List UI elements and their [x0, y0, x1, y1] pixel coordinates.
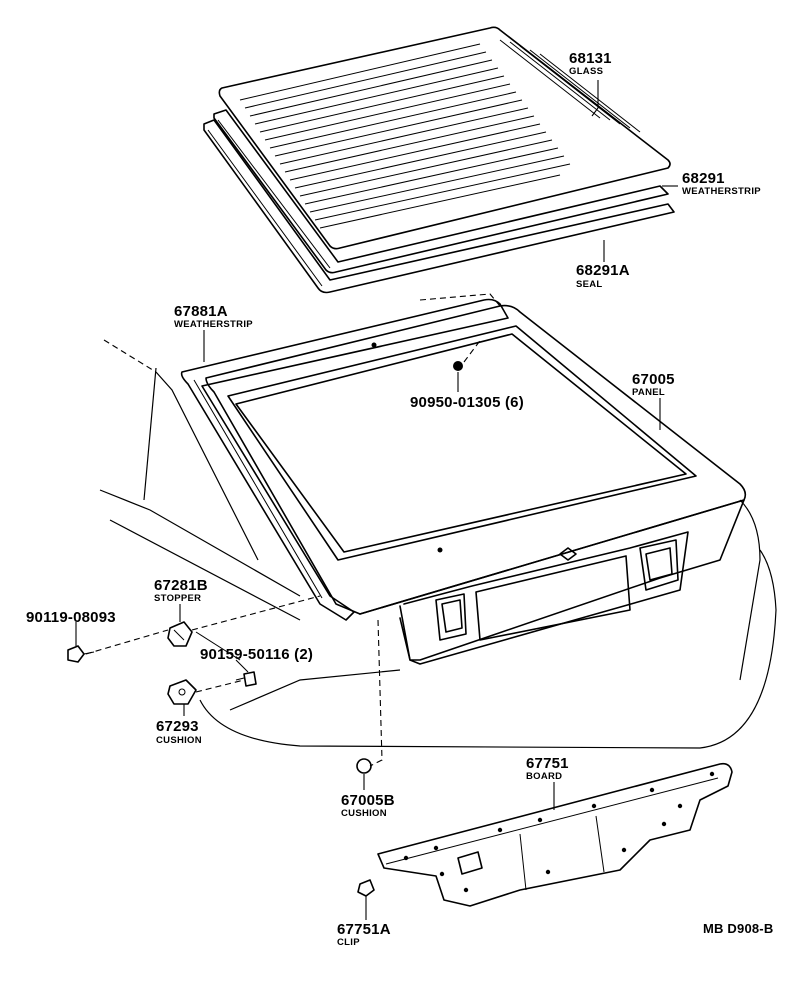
board-part-name: BOARD — [526, 771, 563, 782]
clip-part-number: 67751A — [337, 921, 391, 938]
screw-part-number: 90950-01305 (6) — [410, 394, 524, 411]
weatherstrip-glass-part-name: WEATHERSTRIP — [682, 186, 761, 197]
seal-part-number: 68291A — [576, 262, 630, 279]
cushion-b-part-name: CUSHION — [341, 808, 387, 819]
panel-part-number: 67005 — [632, 371, 675, 388]
screw2-part-number: 90159-50116 (2) — [200, 646, 314, 663]
car-body — [99, 293, 777, 749]
glass-part-name: GLASS — [569, 66, 604, 77]
weatherstrip-body-part-number: 67881A — [174, 303, 228, 320]
glass-leader — [591, 80, 599, 117]
stopper-part — [85, 595, 321, 661]
cushion-part-name: CUSHION — [156, 735, 202, 746]
weatherstrip-glass-part-number: 68291 — [682, 170, 725, 187]
bolt-part — [67, 622, 95, 663]
clip-part-name: CLIP — [337, 937, 360, 948]
seal-part — [203, 119, 675, 294]
cushion-b-part — [356, 619, 383, 790]
cushion-part — [167, 679, 245, 716]
board-part — [377, 762, 733, 907]
diagram-id: MB D908-B — [703, 921, 774, 936]
glass-part — [218, 26, 671, 250]
glass-part-number: 68131 — [569, 50, 612, 67]
panel-part-name: PANEL — [632, 387, 665, 398]
clip-part — [357, 879, 375, 920]
stopper-part-name: STOPPER — [154, 593, 202, 604]
weatherstrip-body-part-name: WEATHERSTRIP — [174, 319, 253, 330]
seal-part-name: SEAL — [576, 279, 603, 290]
board-part-number: 67751 — [526, 755, 569, 772]
weatherstrip-body-part — [180, 298, 509, 621]
screw-part — [453, 337, 483, 392]
panel-part — [205, 304, 747, 665]
stopper-part-number: 67281B — [154, 577, 208, 594]
cushion-b-part-number: 67005B — [341, 792, 395, 809]
screw2-part — [235, 659, 257, 687]
bolt-part-number: 90119-08093 — [26, 609, 116, 626]
weatherstrip-glass-part — [213, 109, 669, 274]
cushion-part-number: 67293 — [156, 718, 199, 735]
